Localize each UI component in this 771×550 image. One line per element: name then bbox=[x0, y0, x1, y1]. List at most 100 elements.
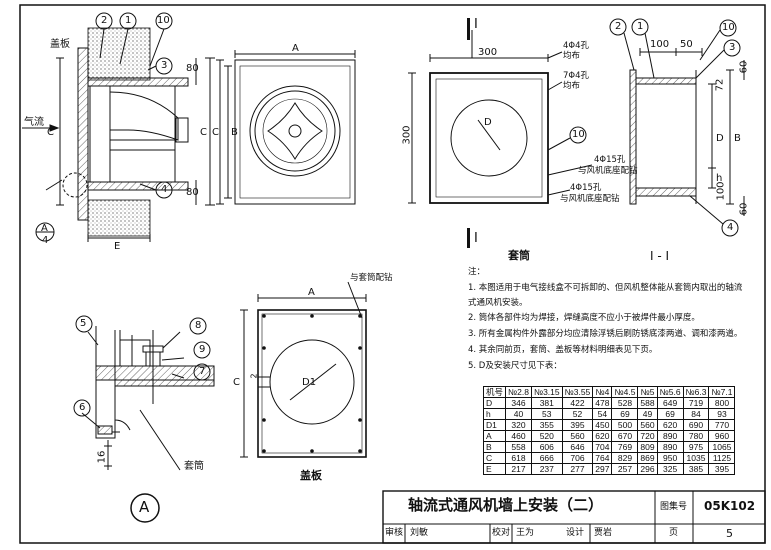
dim-50-sleeve: 50 bbox=[680, 39, 693, 50]
checker-role: 校对 bbox=[492, 528, 511, 538]
dim-2-cover: 2 bbox=[249, 373, 259, 379]
dim-e: E bbox=[114, 241, 121, 252]
callout-10-sleeve: 10 bbox=[572, 129, 585, 140]
spec-table-cell: №7.1 bbox=[708, 386, 736, 398]
wall-bottom bbox=[87, 199, 151, 237]
callout-2-sleeve: 2 bbox=[615, 21, 622, 32]
spec-table-cell: 500 bbox=[611, 419, 639, 431]
atlas-label: 图集号 bbox=[660, 502, 688, 512]
spec-table-cell: 49 bbox=[637, 408, 658, 420]
spec-table-cell: 588 bbox=[637, 397, 658, 409]
spec-table-cell: 1065 bbox=[708, 441, 736, 453]
spec-table-cell: №4 bbox=[592, 386, 613, 398]
dim-c-side: C bbox=[47, 127, 54, 138]
hole-4d15-a-sub: 与风机底座配钻 bbox=[578, 166, 638, 176]
notes-heading: 注： bbox=[468, 267, 486, 277]
hole-4d4-sub: 均布 bbox=[563, 51, 581, 61]
spec-table-cell: №2.8 bbox=[505, 386, 532, 398]
spec-table-row-label: C bbox=[482, 452, 507, 464]
callout-10-side: 10 bbox=[157, 15, 170, 26]
spec-table-cell: 40 bbox=[505, 408, 532, 420]
callout-1-side: 1 bbox=[125, 15, 132, 26]
callout-1-sleeve: 1 bbox=[637, 21, 644, 32]
spec-table-cell: 325 bbox=[656, 463, 684, 475]
spec-table-cell: 649 bbox=[656, 397, 684, 409]
spec-table-row-label: B bbox=[482, 441, 507, 453]
spec-table-cell: 690 bbox=[682, 419, 710, 431]
section-a-index: 4 bbox=[42, 235, 49, 246]
callout-4-sleeve: 4 bbox=[727, 222, 734, 233]
hole-7d4-label: 7Φ4孔 bbox=[563, 71, 590, 81]
dim-c-side-right: C bbox=[200, 127, 207, 138]
spec-table-row-label: D bbox=[482, 397, 507, 409]
spec-table-cell: 84 bbox=[682, 408, 710, 420]
spec-table-cell: 780 bbox=[682, 430, 710, 442]
spec-table-cell: 950 bbox=[656, 452, 684, 464]
note-item: 5. D及安装尺寸见下表： bbox=[468, 361, 562, 371]
spec-table-cell: 346 bbox=[505, 397, 532, 409]
spec-table-cell: 975 bbox=[682, 441, 710, 453]
spec-table-cell: 53 bbox=[530, 408, 563, 420]
spec-table-cell: 69 bbox=[656, 408, 684, 420]
dim-d1-cover: D1 bbox=[302, 377, 317, 388]
spec-table-cell: №6.3 bbox=[682, 386, 710, 398]
section-a-marker: A bbox=[41, 223, 48, 234]
spec-table-cell: 54 bbox=[592, 408, 613, 420]
hole-4d15-b-sub: 与风机底座配钻 bbox=[560, 194, 620, 204]
callout-4-side: 4 bbox=[161, 184, 168, 195]
reviewer-name: 刘敏 bbox=[410, 528, 429, 538]
label-airflow: 气流 bbox=[24, 117, 44, 128]
dim-80-bottom: 80 bbox=[186, 187, 199, 198]
dim-100-sleeve: 100 bbox=[650, 39, 670, 50]
hole-4d15-b-label: 4Φ15孔 bbox=[570, 183, 602, 193]
dim-60-bottom: 60 bbox=[738, 202, 750, 216]
note-item: 式通风机安装。 bbox=[468, 298, 528, 308]
spec-table-cell: №3.15 bbox=[530, 386, 563, 398]
spec-table-cell: 809 bbox=[637, 441, 658, 453]
callout-3-side: 3 bbox=[161, 60, 168, 71]
spec-table-cell: 890 bbox=[656, 441, 684, 453]
spec-table-row-label: D1 bbox=[482, 419, 507, 431]
spec-table-cell: 422 bbox=[561, 397, 594, 409]
section-label: I - I bbox=[650, 249, 670, 263]
sleeve-section-view bbox=[629, 48, 745, 216]
reviewer-role: 审核 bbox=[385, 528, 404, 538]
spec-table-cell: 93 bbox=[708, 408, 736, 420]
spec-table-cell: 1035 bbox=[682, 452, 710, 464]
spec-table-cell: 618 bbox=[505, 452, 532, 464]
cut-mark-bottom bbox=[467, 228, 470, 248]
side-section-view bbox=[22, 27, 215, 242]
checker-name: 王为 bbox=[516, 528, 535, 538]
spec-table-cell: 960 bbox=[708, 430, 736, 442]
cover-plate-title: 盖板 bbox=[300, 469, 322, 482]
spec-table-cell: 666 bbox=[530, 452, 563, 464]
page-label: 页 bbox=[669, 528, 679, 538]
dim-c-front: C bbox=[212, 127, 219, 138]
spec-table-cell: 829 bbox=[611, 452, 639, 464]
callout-3-sleeve: 3 bbox=[729, 42, 736, 53]
detail-a-callouts bbox=[73, 315, 211, 417]
designer-role: 设计 bbox=[566, 528, 585, 538]
spec-table-cell: 52 bbox=[561, 408, 594, 420]
spec-table-cell: 646 bbox=[561, 441, 594, 453]
dim-16: 16 bbox=[96, 450, 108, 464]
spec-table-cell: 385 bbox=[682, 463, 710, 475]
dim-b-section: B bbox=[734, 133, 741, 144]
spec-table-cell: 297 bbox=[592, 463, 613, 475]
dim-100-section: 100 bbox=[715, 181, 727, 201]
dim-80-top: 80 bbox=[186, 63, 199, 74]
dim-300-left: 300 bbox=[401, 125, 413, 145]
spec-table-cell: 606 bbox=[530, 441, 563, 453]
front-view bbox=[216, 50, 356, 205]
sleeve-callouts bbox=[609, 18, 741, 237]
note-item: 3. 所有金属构件外露部分均应清除浮锈后刷防锈底漆两道、调和漆两道。 bbox=[468, 329, 743, 339]
spec-table-cell: №5.6 bbox=[656, 386, 684, 398]
callout-6: 6 bbox=[79, 402, 86, 413]
spec-table-cell: 277 bbox=[561, 463, 594, 475]
